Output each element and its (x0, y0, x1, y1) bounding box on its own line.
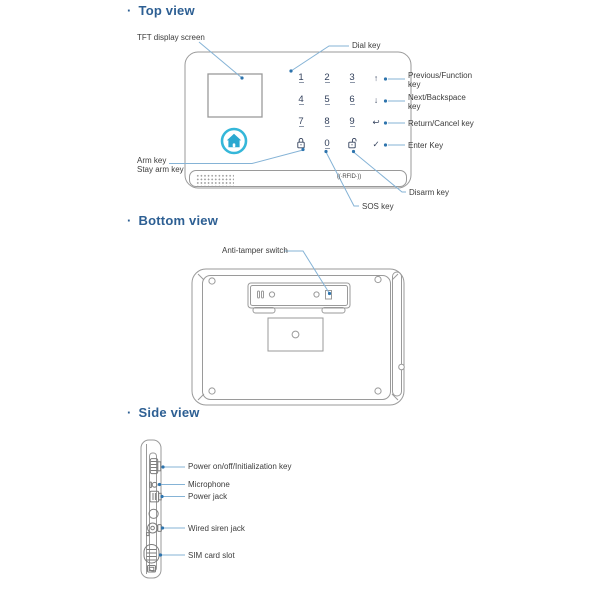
wall-mount-plate (267, 317, 324, 352)
callout-line-power (161, 465, 185, 469)
callout-line-disarm (351, 149, 406, 193)
mount-bracket (247, 282, 351, 314)
siren-jack-label: Wired siren jack (188, 524, 245, 533)
bottom-view-heading: · Bottom view (127, 213, 218, 228)
disarm-label: Disarm key (409, 188, 450, 197)
bracket-tab (252, 307, 276, 314)
screw (374, 275, 382, 284)
key-6: 6 (344, 93, 360, 107)
key-check: ✓ (372, 139, 380, 149)
next-label: Next/Backspace key (408, 93, 466, 112)
bullet: · (127, 3, 132, 18)
bottom-view-title: Bottom view (138, 213, 219, 228)
key-5: 5 (319, 93, 335, 107)
side-edge-strip (392, 271, 402, 397)
key-7: 7 (293, 115, 309, 129)
callout-line-tft (198, 41, 244, 80)
panel-outline (184, 51, 412, 189)
callout-line-siren (160, 526, 185, 530)
key-1: 1 (293, 71, 309, 85)
sos-label: SOS key (362, 202, 394, 211)
power-jack-label: Power jack (188, 492, 228, 501)
bottom-view-device (191, 268, 405, 406)
dial-label: Dial key (352, 41, 381, 50)
bracket-hole (313, 291, 320, 298)
anti-tamper-label: Anti-tamper switch (222, 246, 288, 255)
key-0: 0 (319, 137, 335, 151)
bullet: · (127, 213, 132, 228)
round-port (148, 508, 159, 519)
screw (374, 387, 382, 395)
callout-line-return (383, 121, 405, 125)
key-3: 3 (344, 71, 360, 85)
panel-bottom-strip (189, 170, 407, 187)
key-9: 9 (344, 115, 360, 129)
disarm-unlock-icon (348, 137, 357, 149)
enter-label: Enter Key (408, 141, 444, 150)
callout-line-enter (383, 143, 405, 147)
side-outline (140, 439, 162, 579)
vent-slot (257, 290, 260, 299)
callout-line-arm (169, 147, 305, 164)
return-label: Return/Cancel key (408, 119, 474, 128)
side-view-device (140, 439, 162, 579)
side-view-title: Side view (138, 405, 200, 420)
microphone-hole (149, 481, 158, 489)
power-jack-port (149, 490, 162, 503)
key-up-arrow: ↑ (373, 73, 379, 83)
siren-jack-port (146, 522, 162, 537)
key-2: 2 (319, 71, 335, 85)
stay-arm-label: Stay arm key (137, 165, 184, 175)
callout-line-next (383, 99, 405, 103)
callout-line-anti-tamper (284, 250, 332, 296)
callout-line-previous (383, 77, 405, 81)
key-4: 4 (293, 93, 309, 107)
previous-label: Previous/Function key (408, 71, 473, 90)
power-key-label: Power on/off/Initialization key (188, 462, 292, 471)
callout-line-power-jack (160, 494, 185, 499)
key-8: 8 (319, 115, 335, 129)
top-view-device (184, 51, 412, 189)
rfid-marking: ((·RFID·)) (337, 174, 361, 180)
screw (208, 387, 216, 395)
arm-label: Arm key (137, 156, 167, 165)
power-switch (149, 458, 162, 475)
top-view-title: Top view (138, 3, 195, 18)
key-return-arrow: ↩ (372, 117, 380, 127)
callout-line-dial (289, 45, 349, 73)
bracket-tab (321, 307, 346, 314)
arm-lock-icon (297, 137, 305, 149)
sim-slot-label: SIM card slot (188, 551, 235, 560)
callout-line-sim (158, 553, 185, 557)
bracket-hole (268, 291, 276, 298)
side-jack-bump (398, 363, 405, 371)
tft-screen (207, 73, 263, 118)
vent-slot (261, 290, 264, 299)
key-down-arrow: ↓ (373, 95, 379, 105)
back-inner (202, 275, 391, 400)
back-outline (191, 268, 405, 406)
side-view-heading: · Side view (127, 405, 200, 420)
tft-label: TFT display screen (137, 33, 205, 42)
screw (208, 277, 216, 285)
microphone-label: Microphone (188, 480, 230, 489)
speaker-grille (196, 174, 234, 186)
sim-slot-port (143, 544, 160, 573)
top-view-heading: · Top view (127, 3, 195, 18)
home-icon (226, 133, 242, 148)
arm-label-block: Arm key Stay arm key (137, 156, 184, 175)
home-button (220, 127, 248, 155)
bullet: · (127, 405, 132, 420)
anti-tamper-switch (325, 290, 332, 300)
callout-line-microphone (157, 482, 185, 487)
